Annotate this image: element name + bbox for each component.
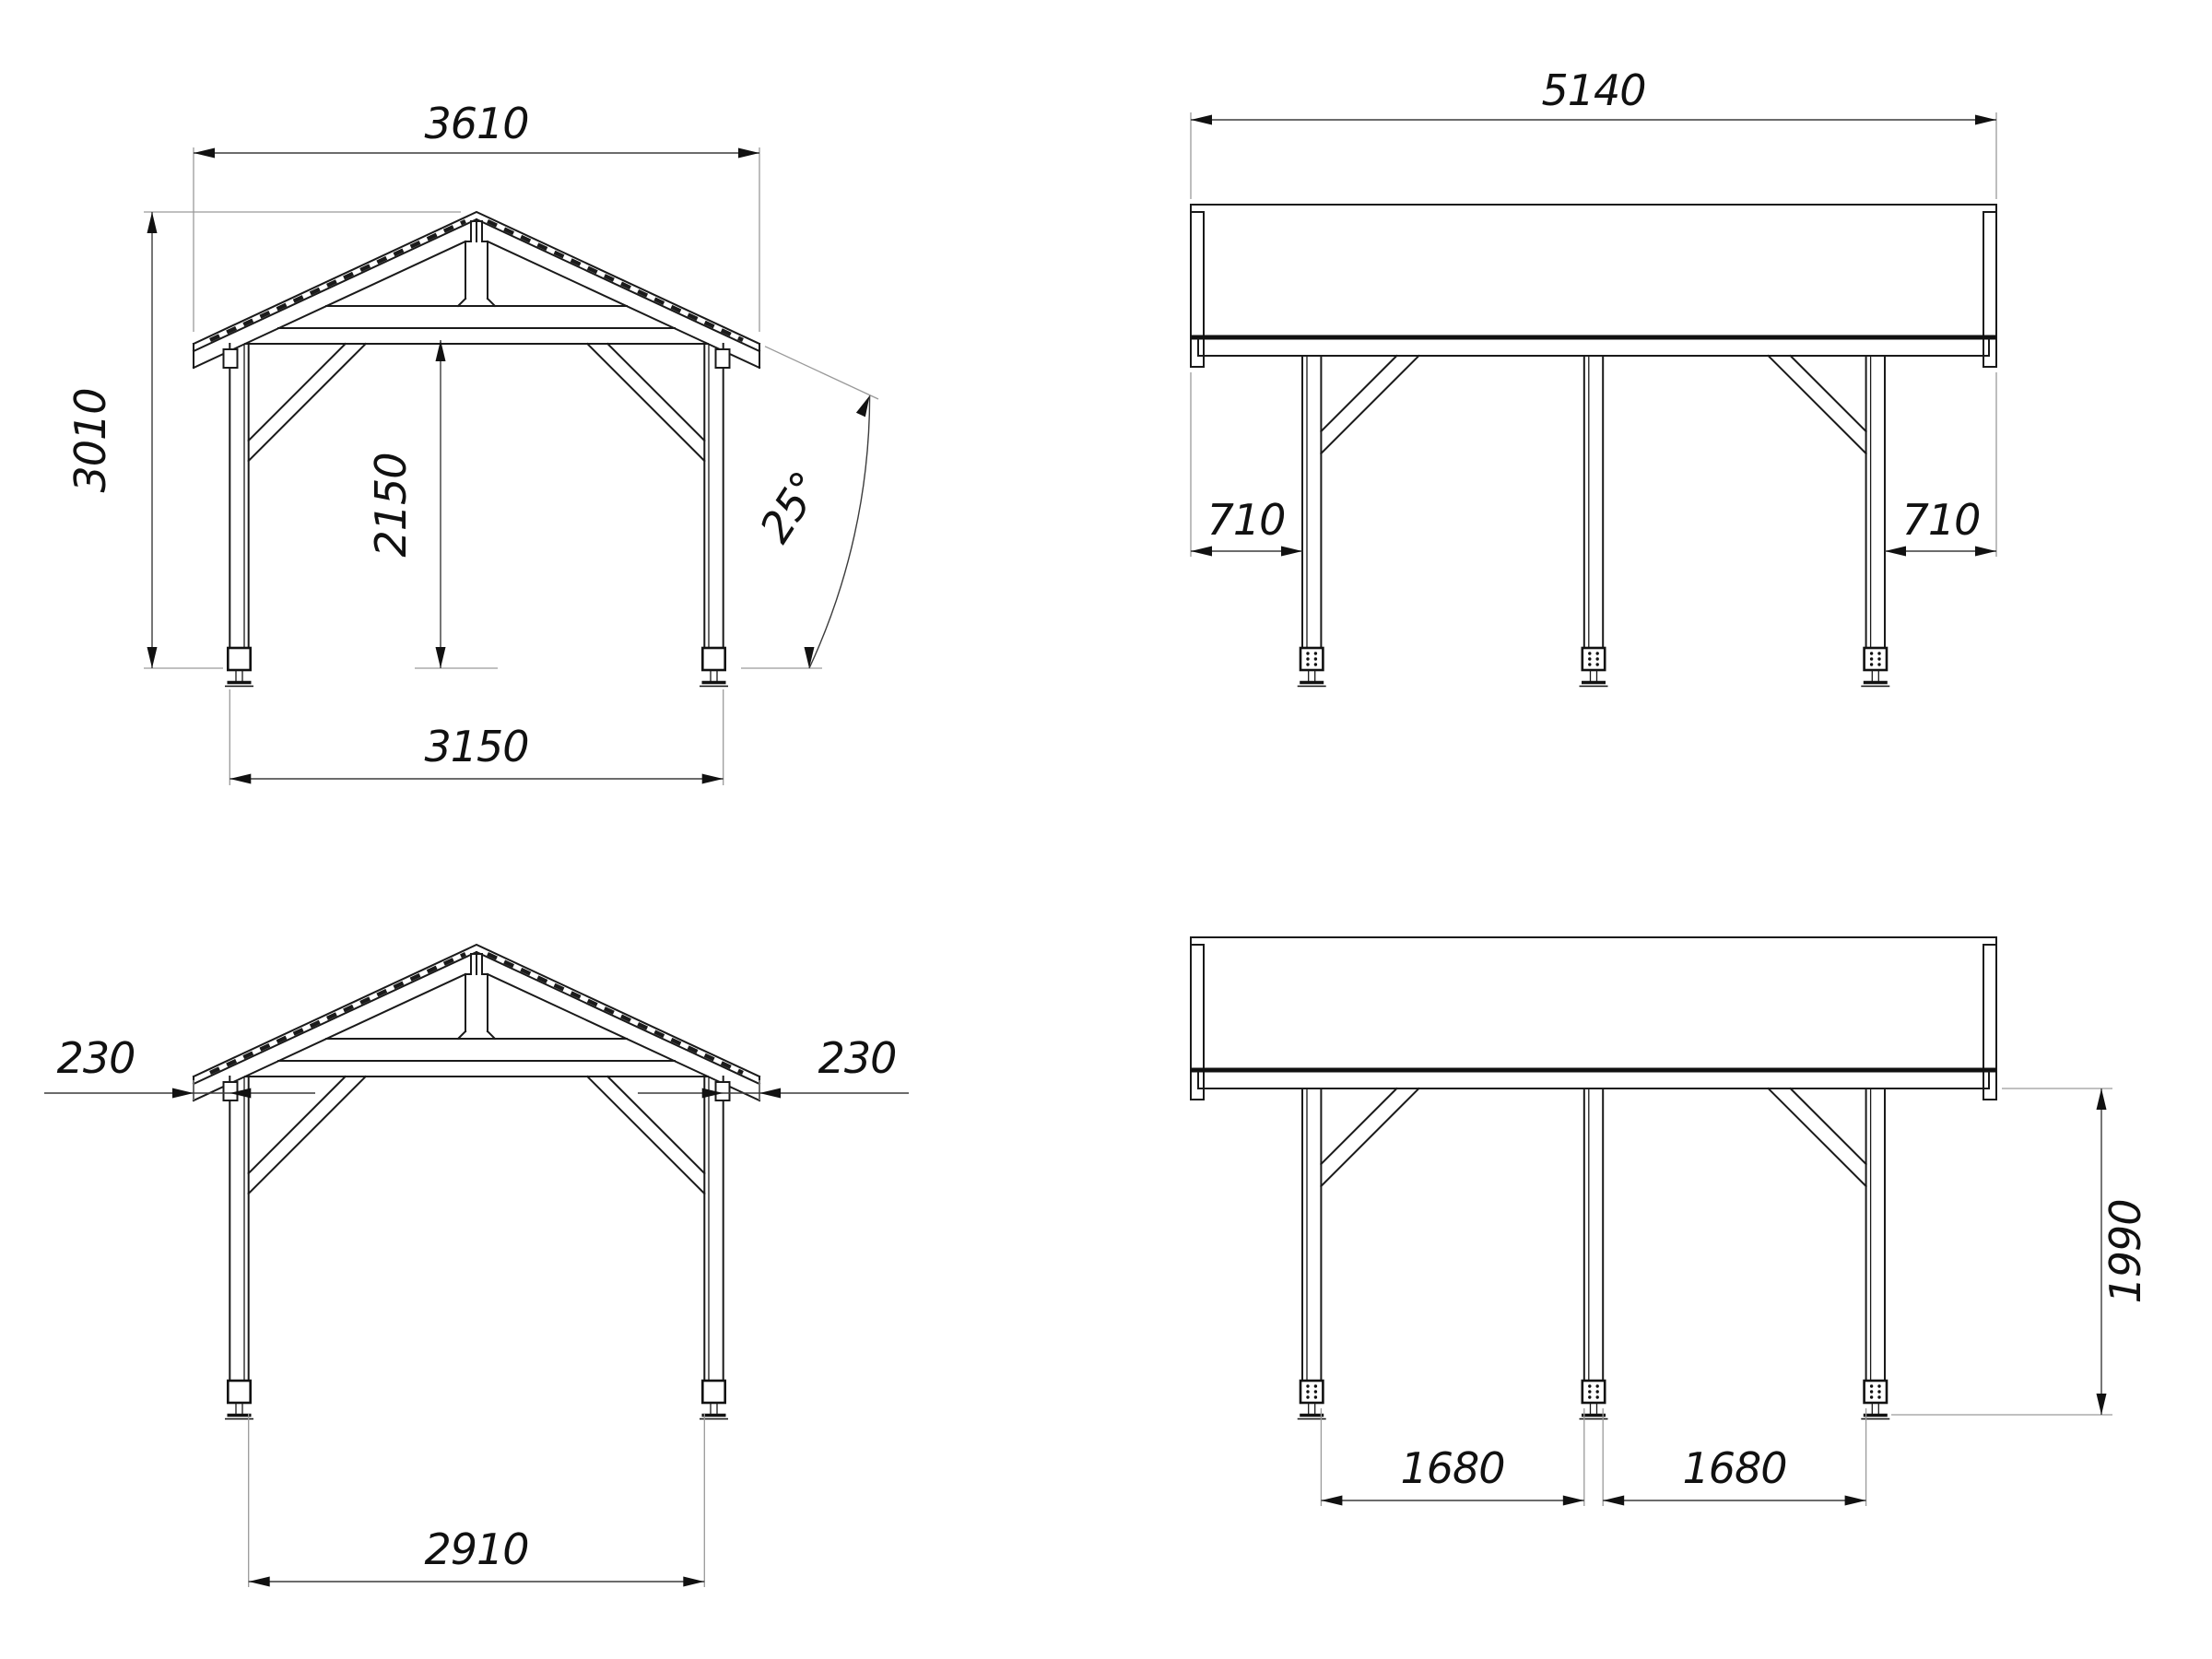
dim-post-gap-left-label: 1680 xyxy=(1400,1443,1504,1493)
dimension-overhang-right: 710 xyxy=(1885,372,1997,557)
front-structure xyxy=(194,212,759,687)
dimension-post-gap-right: 1680 xyxy=(1602,1408,1867,1506)
dimension-height-under-beam: 1990 xyxy=(1891,1088,2150,1416)
dim-roof-pitch-label: 25° xyxy=(750,464,831,551)
dim-eave-overhang-right-label: 230 xyxy=(818,1033,897,1083)
front-elevation-bottom-view: 230 230 2910 xyxy=(44,945,909,1587)
dim-overhang-right-label: 710 xyxy=(1902,495,1981,545)
front-elevation-top-view: 3610 3010 2150 25° xyxy=(65,99,879,785)
side-elevation-bottom-view: 1990 1680 1680 xyxy=(1191,937,2150,1506)
dimension-overall-height: 3010 xyxy=(65,211,461,669)
dimension-post-gap-left: 1680 xyxy=(1320,1408,1585,1506)
dimension-roof-length: 5140 xyxy=(1190,65,1997,199)
dimension-roof-width: 3610 xyxy=(193,99,760,332)
dim-clear-width-label: 2910 xyxy=(424,1524,528,1574)
dim-clear-height-label: 2150 xyxy=(366,453,416,557)
dimension-eave-overhang-left: 230 xyxy=(44,1033,315,1100)
dimension-clear-width: 2910 xyxy=(248,1414,705,1587)
dim-roof-length-label: 5140 xyxy=(1541,65,1645,115)
dimension-clear-height: 2150 xyxy=(366,340,498,669)
front-structure xyxy=(194,945,759,1419)
dim-overall-height-label: 3010 xyxy=(65,388,115,492)
side-structure xyxy=(1191,205,1996,687)
dim-height-under-beam-label: 1990 xyxy=(2100,1199,2150,1303)
dim-post-gap-right-label: 1680 xyxy=(1682,1443,1786,1493)
dimension-eave-overhang-right: 230 xyxy=(638,1033,909,1100)
side-structure xyxy=(1191,937,1996,1419)
dimension-post-outer-span: 3150 xyxy=(229,689,724,785)
dim-roof-width-label: 3610 xyxy=(424,99,528,148)
dim-overhang-left-label: 710 xyxy=(1207,495,1286,545)
side-elevation-top-view: 5140 710 710 xyxy=(1191,65,1996,687)
dim-eave-overhang-left-label: 230 xyxy=(57,1033,135,1083)
dimension-overhang-left: 710 xyxy=(1190,372,1302,557)
dim-post-outer-span-label: 3150 xyxy=(424,722,528,771)
dimension-roof-pitch-angle: 25° xyxy=(741,346,879,669)
